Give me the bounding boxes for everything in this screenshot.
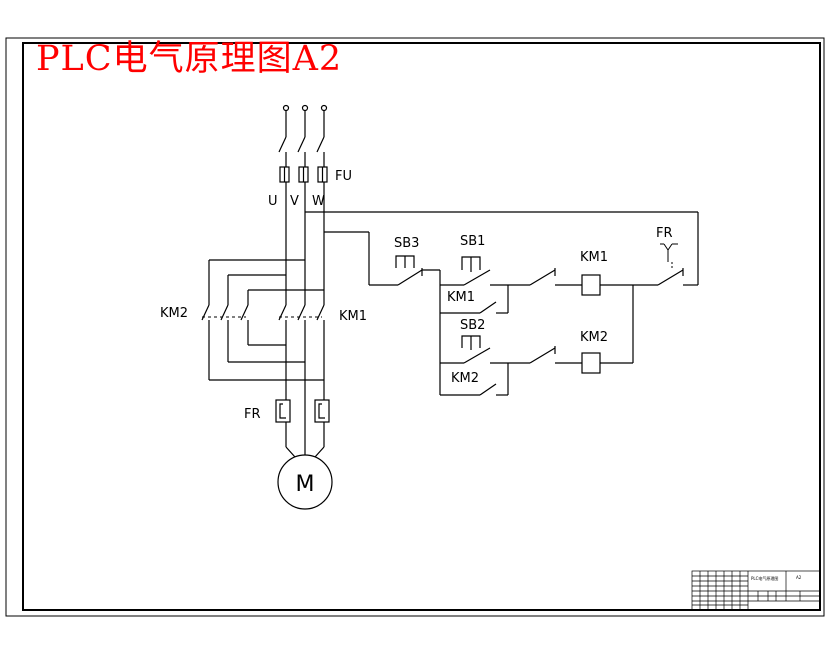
label-phase-v: V: [290, 194, 299, 209]
title-block-size: A2: [796, 575, 802, 580]
label-sb2: SB2: [460, 318, 485, 333]
title-block: [691, 570, 821, 611]
thermal-relay-contact: [657, 243, 698, 286]
title-block-name: PLC电气原理图: [751, 575, 778, 581]
label-km2-coil: KM2: [580, 330, 608, 345]
label-sb3: SB3: [394, 236, 419, 251]
label-km1-coil: KM1: [580, 250, 608, 265]
terminal-l3: [320, 104, 328, 112]
inner-border: [22, 42, 821, 611]
label-fr-power: FR: [244, 407, 261, 422]
km2-main-contacts: [201, 304, 249, 380]
label-km2-aux: KM2: [451, 371, 479, 386]
label-sb1: SB1: [460, 234, 485, 249]
km1-main-contacts: [278, 304, 325, 398]
km1-interlock-contact: [529, 346, 582, 364]
start-button-sb1: [440, 256, 530, 286]
terminal-l2: [301, 104, 309, 112]
label-km2-main: KM2: [160, 306, 188, 321]
label-km1-main: KM1: [339, 309, 367, 324]
motor: [277, 454, 333, 510]
label-km1-aux: KM1: [447, 290, 475, 305]
start-button-sb2: [440, 335, 530, 364]
label-phase-w: W: [312, 194, 325, 209]
label-fr-control: FR: [656, 226, 673, 241]
label-motor: M: [296, 472, 315, 497]
label-fu: FU: [335, 169, 352, 184]
km1-coil: [581, 274, 601, 296]
km1-aux-contact: [440, 285, 509, 314]
main-isolator-switch: [278, 136, 325, 167]
km2-aux-contact: [440, 363, 509, 396]
stop-button-sb3: [369, 255, 440, 286]
terminal-l1: [282, 104, 290, 112]
drawing-title: PLC电气原理图A2: [36, 39, 343, 79]
fuses-fu: [279, 166, 328, 183]
km2-coil: [581, 352, 601, 374]
thermal-relay-fr: [275, 399, 330, 423]
outer-border: [5, 37, 825, 617]
label-phase-u: U: [268, 194, 278, 209]
km2-interlock-contact: [529, 268, 582, 286]
